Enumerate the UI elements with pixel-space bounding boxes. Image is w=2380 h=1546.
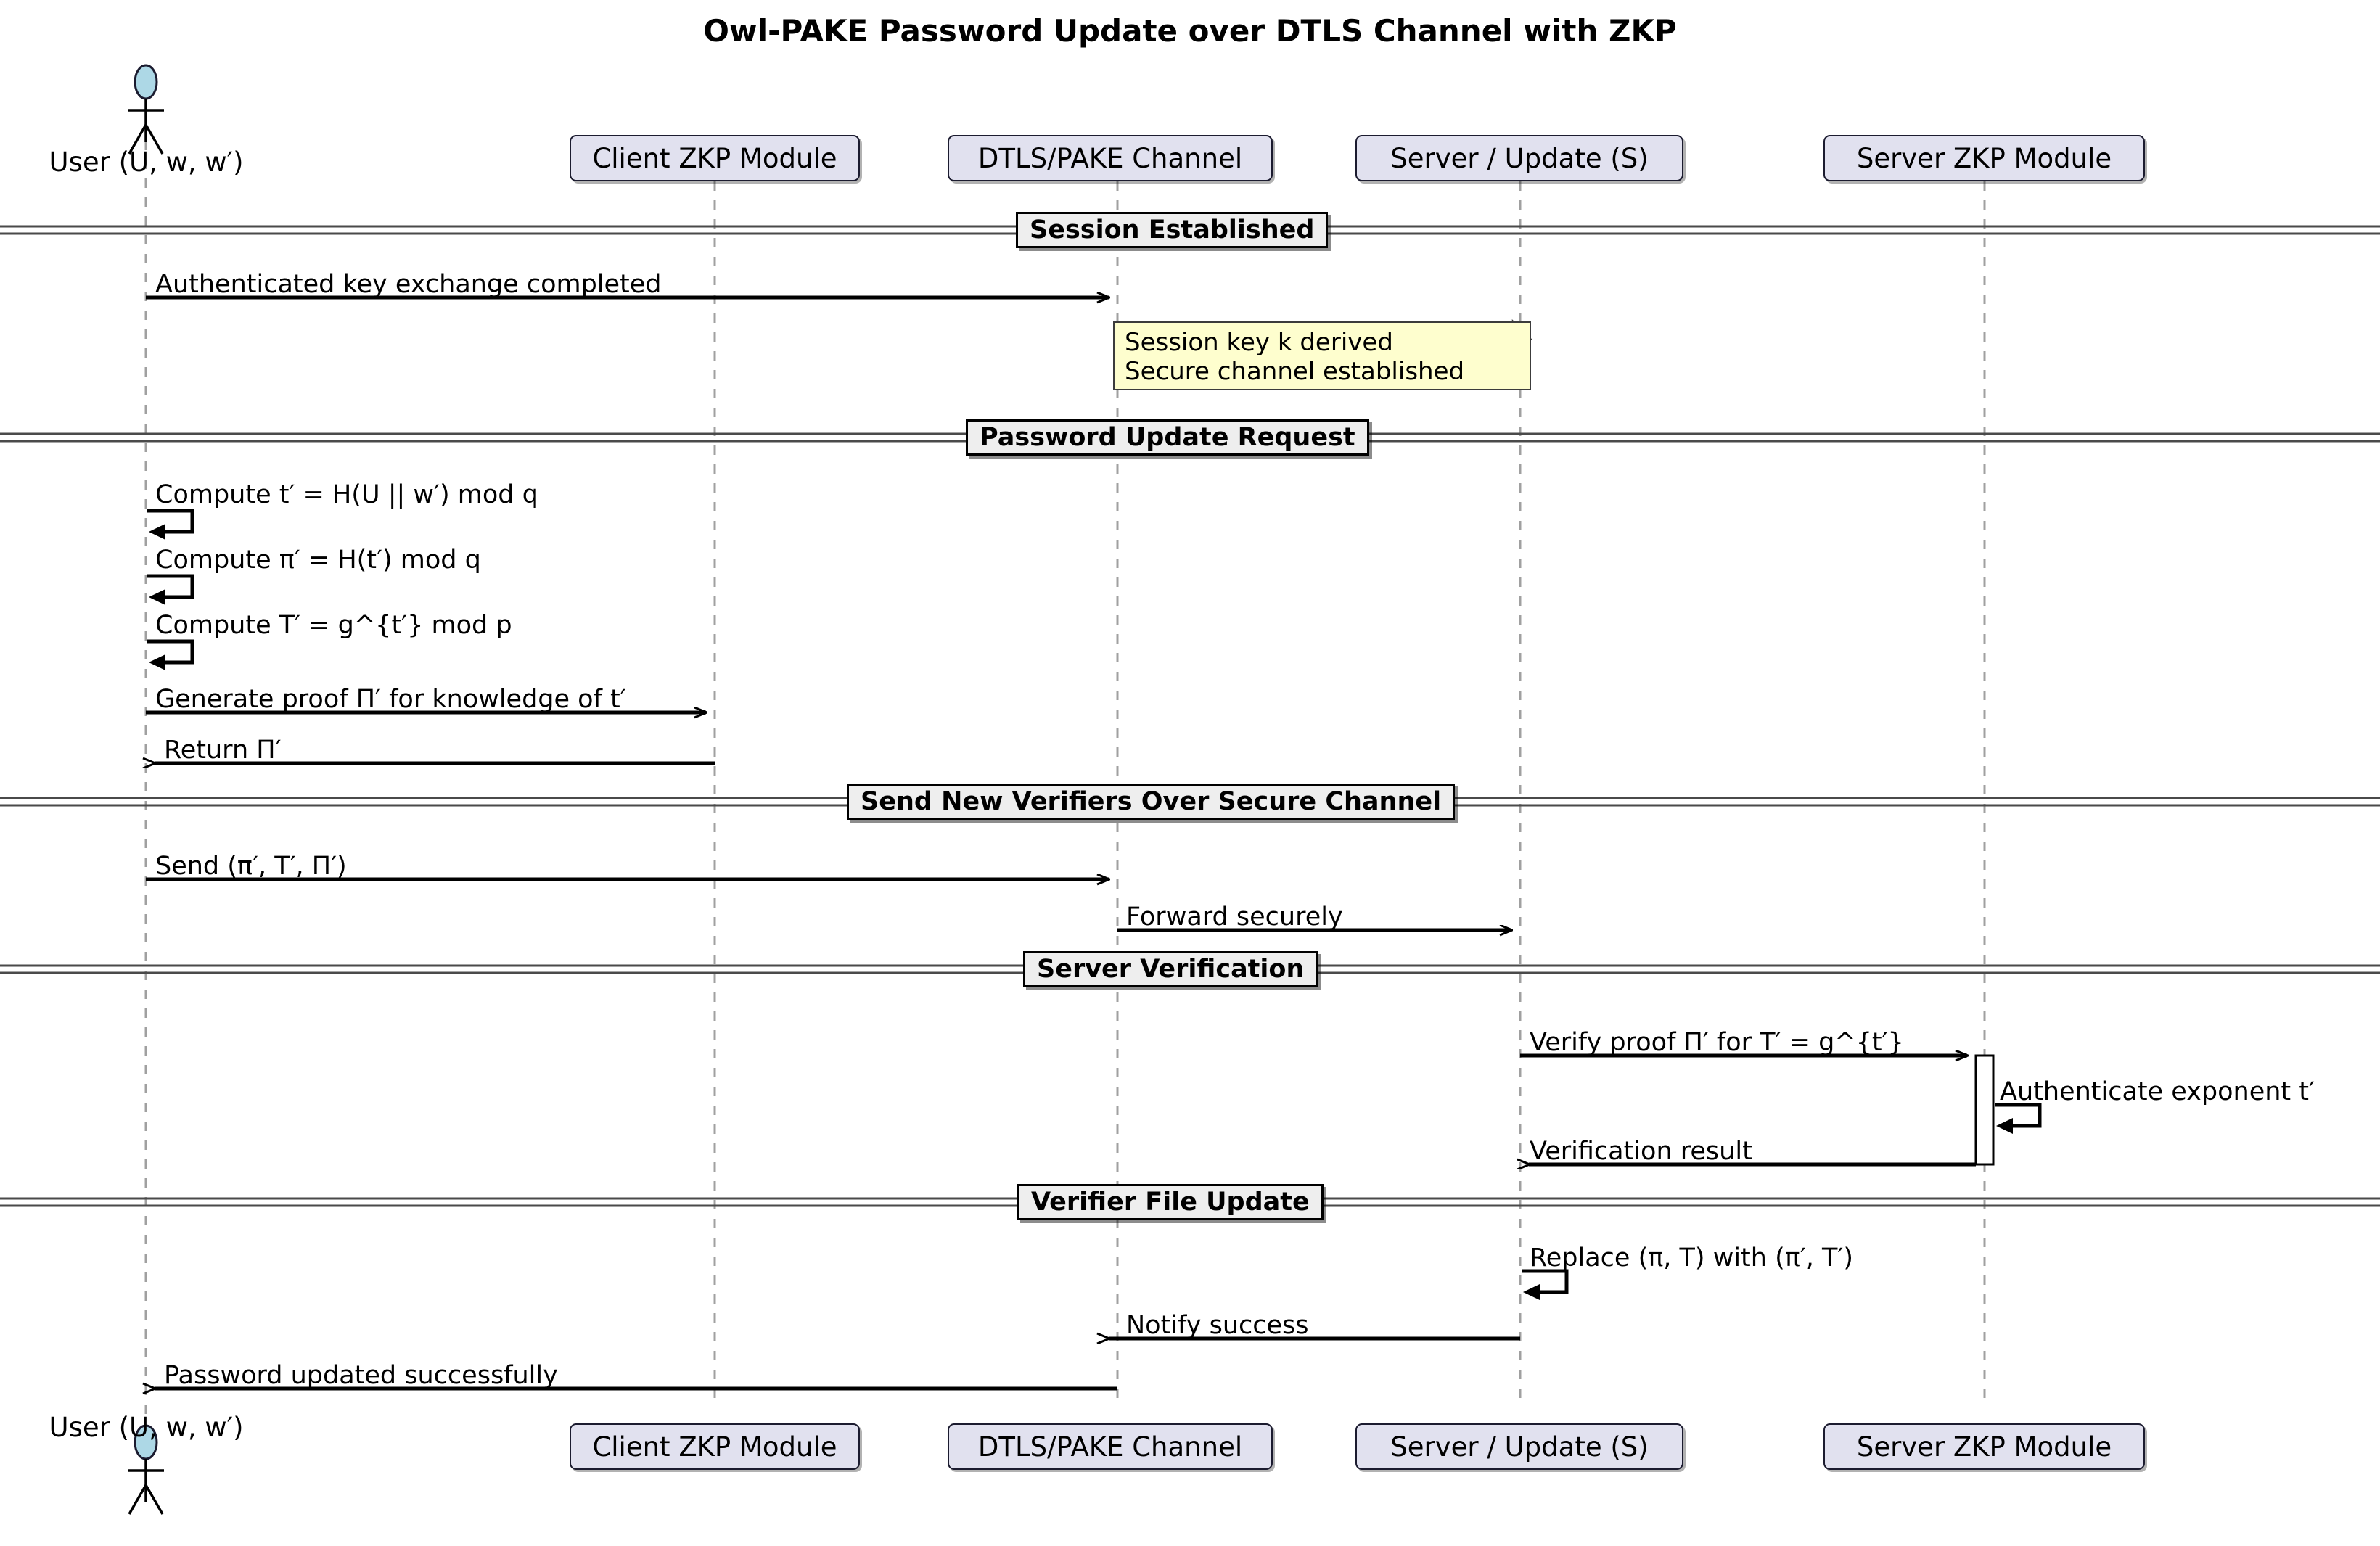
message-label-m9: Verify proof Π′ for T′ = g^{t′}	[1530, 1028, 1904, 1057]
message-label-m12: Replace (π, T) with (π′, T′)	[1530, 1243, 1853, 1272]
message-label-m4: Compute T′ = g^{t′} mod p	[155, 611, 512, 640]
arrow-m4-self	[147, 639, 194, 670]
participant-label-clientzkp-bottom: Client ZKP Module	[592, 1431, 837, 1463]
arrow-m10-self	[1995, 1103, 2042, 1134]
participant-box-server-top[interactable]: Server / Update (S)	[1355, 135, 1683, 181]
actor-figure-top	[128, 64, 164, 155]
participant-label-user-top: User (U, w, w′)	[49, 147, 244, 178]
participant-label-server-bottom: Server / Update (S)	[1390, 1431, 1649, 1463]
participant-label-serverzkp-bottom: Server ZKP Module	[1856, 1431, 2112, 1463]
note-session-key: Session key k derived Secure channel est…	[1113, 321, 1531, 390]
section-divider-session-established: Session Established	[1016, 212, 1329, 248]
section-label-s2: Password Update Request	[980, 423, 1355, 452]
participant-box-channel-bottom[interactable]: DTLS/PAKE Channel	[948, 1423, 1273, 1470]
participant-box-clientzkp-bottom[interactable]: Client ZKP Module	[570, 1423, 860, 1470]
arrow-m2-self	[147, 509, 194, 540]
section-divider-password-update-request: Password Update Request	[966, 419, 1369, 456]
participant-label-server-top: Server / Update (S)	[1390, 142, 1649, 174]
arrow-m3-self	[147, 574, 194, 605]
participant-label-user-bottom: User (U, w, w′)	[49, 1412, 244, 1443]
section-divider-server-verification: Server Verification	[1023, 951, 1318, 987]
message-label-m13: Notify success	[1126, 1311, 1309, 1340]
message-label-m7: Send (π′, T′, Π′)	[155, 852, 347, 881]
participant-label-clientzkp-top: Client ZKP Module	[592, 142, 837, 174]
section-label-s1: Session Established	[1030, 215, 1315, 244]
section-divider-send-new-verifiers: Send New Verifiers Over Secure Channel	[847, 784, 1456, 820]
message-label-m3: Compute π′ = H(t′) mod q	[155, 546, 481, 575]
message-label-m10: Authenticate exponent t′	[2000, 1077, 2315, 1106]
participant-label-serverzkp-top: Server ZKP Module	[1856, 142, 2112, 174]
participant-label-channel-top: DTLS/PAKE Channel	[977, 142, 1243, 174]
participant-box-server-bottom[interactable]: Server / Update (S)	[1355, 1423, 1683, 1470]
participant-box-serverzkp-bottom[interactable]: Server ZKP Module	[1823, 1423, 2145, 1470]
diagram-title: Owl-PAKE Password Update over DTLS Chann…	[703, 13, 1677, 49]
message-label-m6: Return Π′	[164, 736, 282, 765]
section-label-s3: Send New Verifiers Over Secure Channel	[861, 787, 1442, 816]
message-label-m14: Password updated successfully	[164, 1361, 558, 1390]
message-label-m2: Compute t′ = H(U || w′) mod q	[155, 480, 538, 509]
message-label-m1: Authenticated key exchange completed	[155, 270, 662, 299]
lifelines	[144, 122, 1986, 1423]
message-label-m5: Generate proof Π′ for knowledge of t′	[155, 685, 626, 714]
section-label-s4: Server Verification	[1037, 955, 1305, 984]
participant-box-channel-top[interactable]: DTLS/PAKE Channel	[948, 135, 1273, 181]
participant-box-clientzkp-top[interactable]: Client ZKP Module	[570, 135, 860, 181]
note-line-2: Secure channel established	[1125, 357, 1465, 387]
section-divider-verifier-file-update: Verifier File Update	[1017, 1184, 1324, 1220]
section-label-s5: Verifier File Update	[1031, 1188, 1310, 1217]
arrow-m12-self	[1522, 1269, 1569, 1300]
message-label-m11: Verification result	[1530, 1137, 1752, 1166]
note-line-1: Session key k derived	[1125, 328, 1393, 357]
participant-label-channel-bottom: DTLS/PAKE Channel	[977, 1431, 1243, 1463]
participant-box-serverzkp-top[interactable]: Server ZKP Module	[1823, 135, 2145, 181]
message-label-m8: Forward securely	[1126, 902, 1343, 932]
activation-bar-serverzkp	[1974, 1054, 1995, 1166]
actor-figure-bottom	[128, 1424, 164, 1515]
